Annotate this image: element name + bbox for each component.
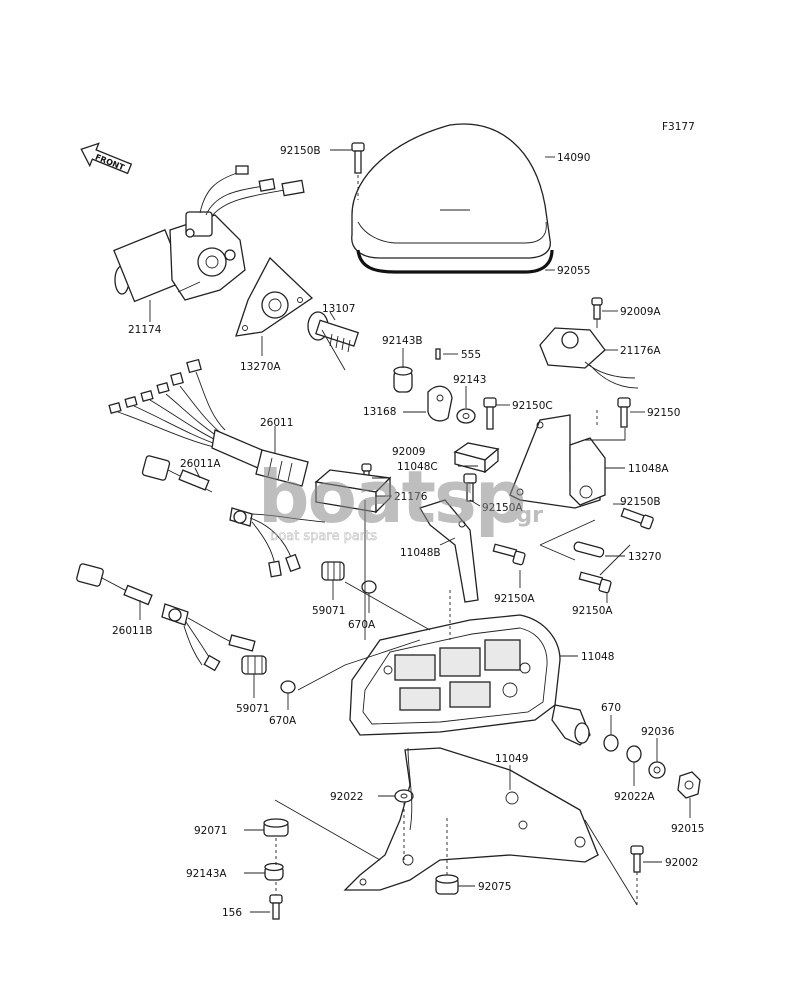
label-670: 670 xyxy=(601,702,621,714)
label-11048: 11048 xyxy=(581,651,614,663)
label-59071-top: 59071 xyxy=(312,605,345,617)
grommet-92075 xyxy=(435,874,459,895)
shaft-13107 xyxy=(307,311,360,353)
label-59071-low: 59071 xyxy=(236,703,269,715)
label-14090: 14090 xyxy=(557,152,590,164)
label-92150C: 92150C xyxy=(512,400,553,412)
bolt-92150-right xyxy=(617,397,631,428)
oring-670A-top xyxy=(361,580,377,594)
nut-92015 xyxy=(677,771,701,799)
label-26011A: 26011A xyxy=(180,458,221,470)
plate-11049 xyxy=(343,747,599,891)
leader-lines xyxy=(139,149,691,913)
label-11048B: 11048B xyxy=(400,547,441,559)
module-21176 xyxy=(314,469,392,514)
label-92002: 92002 xyxy=(665,857,698,869)
label-92143B: 92143B xyxy=(382,335,423,347)
label-21176: 21176 xyxy=(394,491,428,503)
label-13107: 13107 xyxy=(322,303,355,315)
label-92150B-right: 92150B xyxy=(620,496,661,508)
oring-670A-low xyxy=(280,680,296,694)
lever-13168 xyxy=(427,385,453,422)
label-21176A: 21176A xyxy=(620,345,661,357)
washer-92143 xyxy=(456,408,476,424)
harness-26011A xyxy=(141,455,326,578)
spacer-92022 xyxy=(394,789,414,803)
bolt-92150C xyxy=(483,397,497,430)
label-92022A: 92022A xyxy=(614,791,655,803)
collar-92143B xyxy=(393,366,413,393)
grommet-92071 xyxy=(263,818,289,837)
label-92036: 92036 xyxy=(641,726,675,738)
harness-26011 xyxy=(108,358,309,487)
label-670A-low: 670A xyxy=(269,715,297,727)
label-13270: 13270 xyxy=(628,551,661,563)
watermark-tagline: boat spare parts xyxy=(270,529,377,544)
label-92143: 92143 xyxy=(453,374,486,386)
label-11048A: 11048A xyxy=(628,463,669,475)
label-26011: 26011 xyxy=(260,417,293,429)
bolt-92150A-mid xyxy=(463,473,477,502)
label-92075: 92075 xyxy=(478,881,511,893)
lever-11048B xyxy=(419,499,479,603)
housing-11048 xyxy=(349,614,591,746)
watermark: boatsp .gr boat spare parts xyxy=(258,455,543,544)
label-92009: 92009 xyxy=(392,446,425,458)
label-21174: 21174 xyxy=(128,324,162,336)
label-156: 156 xyxy=(222,907,242,919)
lockwasher-92036 xyxy=(648,761,666,779)
label-11048C: 11048C xyxy=(397,461,438,473)
pin-555 xyxy=(435,348,441,360)
bolt-92002 xyxy=(630,845,644,873)
label-670A-top: 670A xyxy=(348,619,376,631)
bracket-11048A xyxy=(509,414,606,509)
label-92009A: 92009A xyxy=(620,306,661,318)
label-555: 555 xyxy=(461,349,481,361)
grommet-59071-top xyxy=(321,561,345,581)
cover-14090 xyxy=(351,123,554,274)
front-direction-arrow: FRONT xyxy=(80,142,133,175)
label-92143A: 92143A xyxy=(186,868,227,880)
bolt-92150B-top xyxy=(351,142,365,174)
label-92015: 92015 xyxy=(671,823,704,835)
label-11049: 11049 xyxy=(495,753,528,765)
oring-670 xyxy=(603,734,619,752)
bolt-156 xyxy=(269,894,283,920)
plate-13270A xyxy=(235,256,314,337)
label-92150B-top: 92150B xyxy=(280,145,321,157)
sensor-21176A xyxy=(539,300,639,389)
label-92150A-mid: 92150A xyxy=(482,502,523,514)
label-92055: 92055 xyxy=(557,265,590,277)
label-92150: 92150 xyxy=(647,407,680,419)
grommet-59071-low xyxy=(241,655,267,675)
harness-26011B xyxy=(76,563,256,672)
block-11048C xyxy=(453,442,500,474)
part-labels: 92150B 14090 92055 21174 13107 13270A 92… xyxy=(112,145,704,919)
motor-21174 xyxy=(113,165,305,303)
washer-92022A xyxy=(626,745,642,763)
label-92071: 92071 xyxy=(194,825,227,837)
watermark-tld: .gr xyxy=(508,503,543,528)
label-13270A: 13270A xyxy=(240,361,281,373)
label-92150A-low2: 92150A xyxy=(572,605,613,617)
screw-92009A xyxy=(591,297,603,320)
bolt-92150B-right xyxy=(620,507,654,530)
watermark-brand: boatsp xyxy=(258,455,524,539)
bolt-92150A-low1 xyxy=(492,543,526,566)
label-92150A-low1: 92150A xyxy=(494,593,535,605)
label-26011B: 26011B xyxy=(112,625,153,637)
label-92022: 92022 xyxy=(330,791,363,803)
link-13270 xyxy=(573,541,605,558)
label-13168: 13168 xyxy=(363,406,396,418)
figure-code: F3177 xyxy=(662,121,695,133)
bolt-92150A-low2 xyxy=(578,571,612,594)
collar-92143A xyxy=(264,862,284,881)
